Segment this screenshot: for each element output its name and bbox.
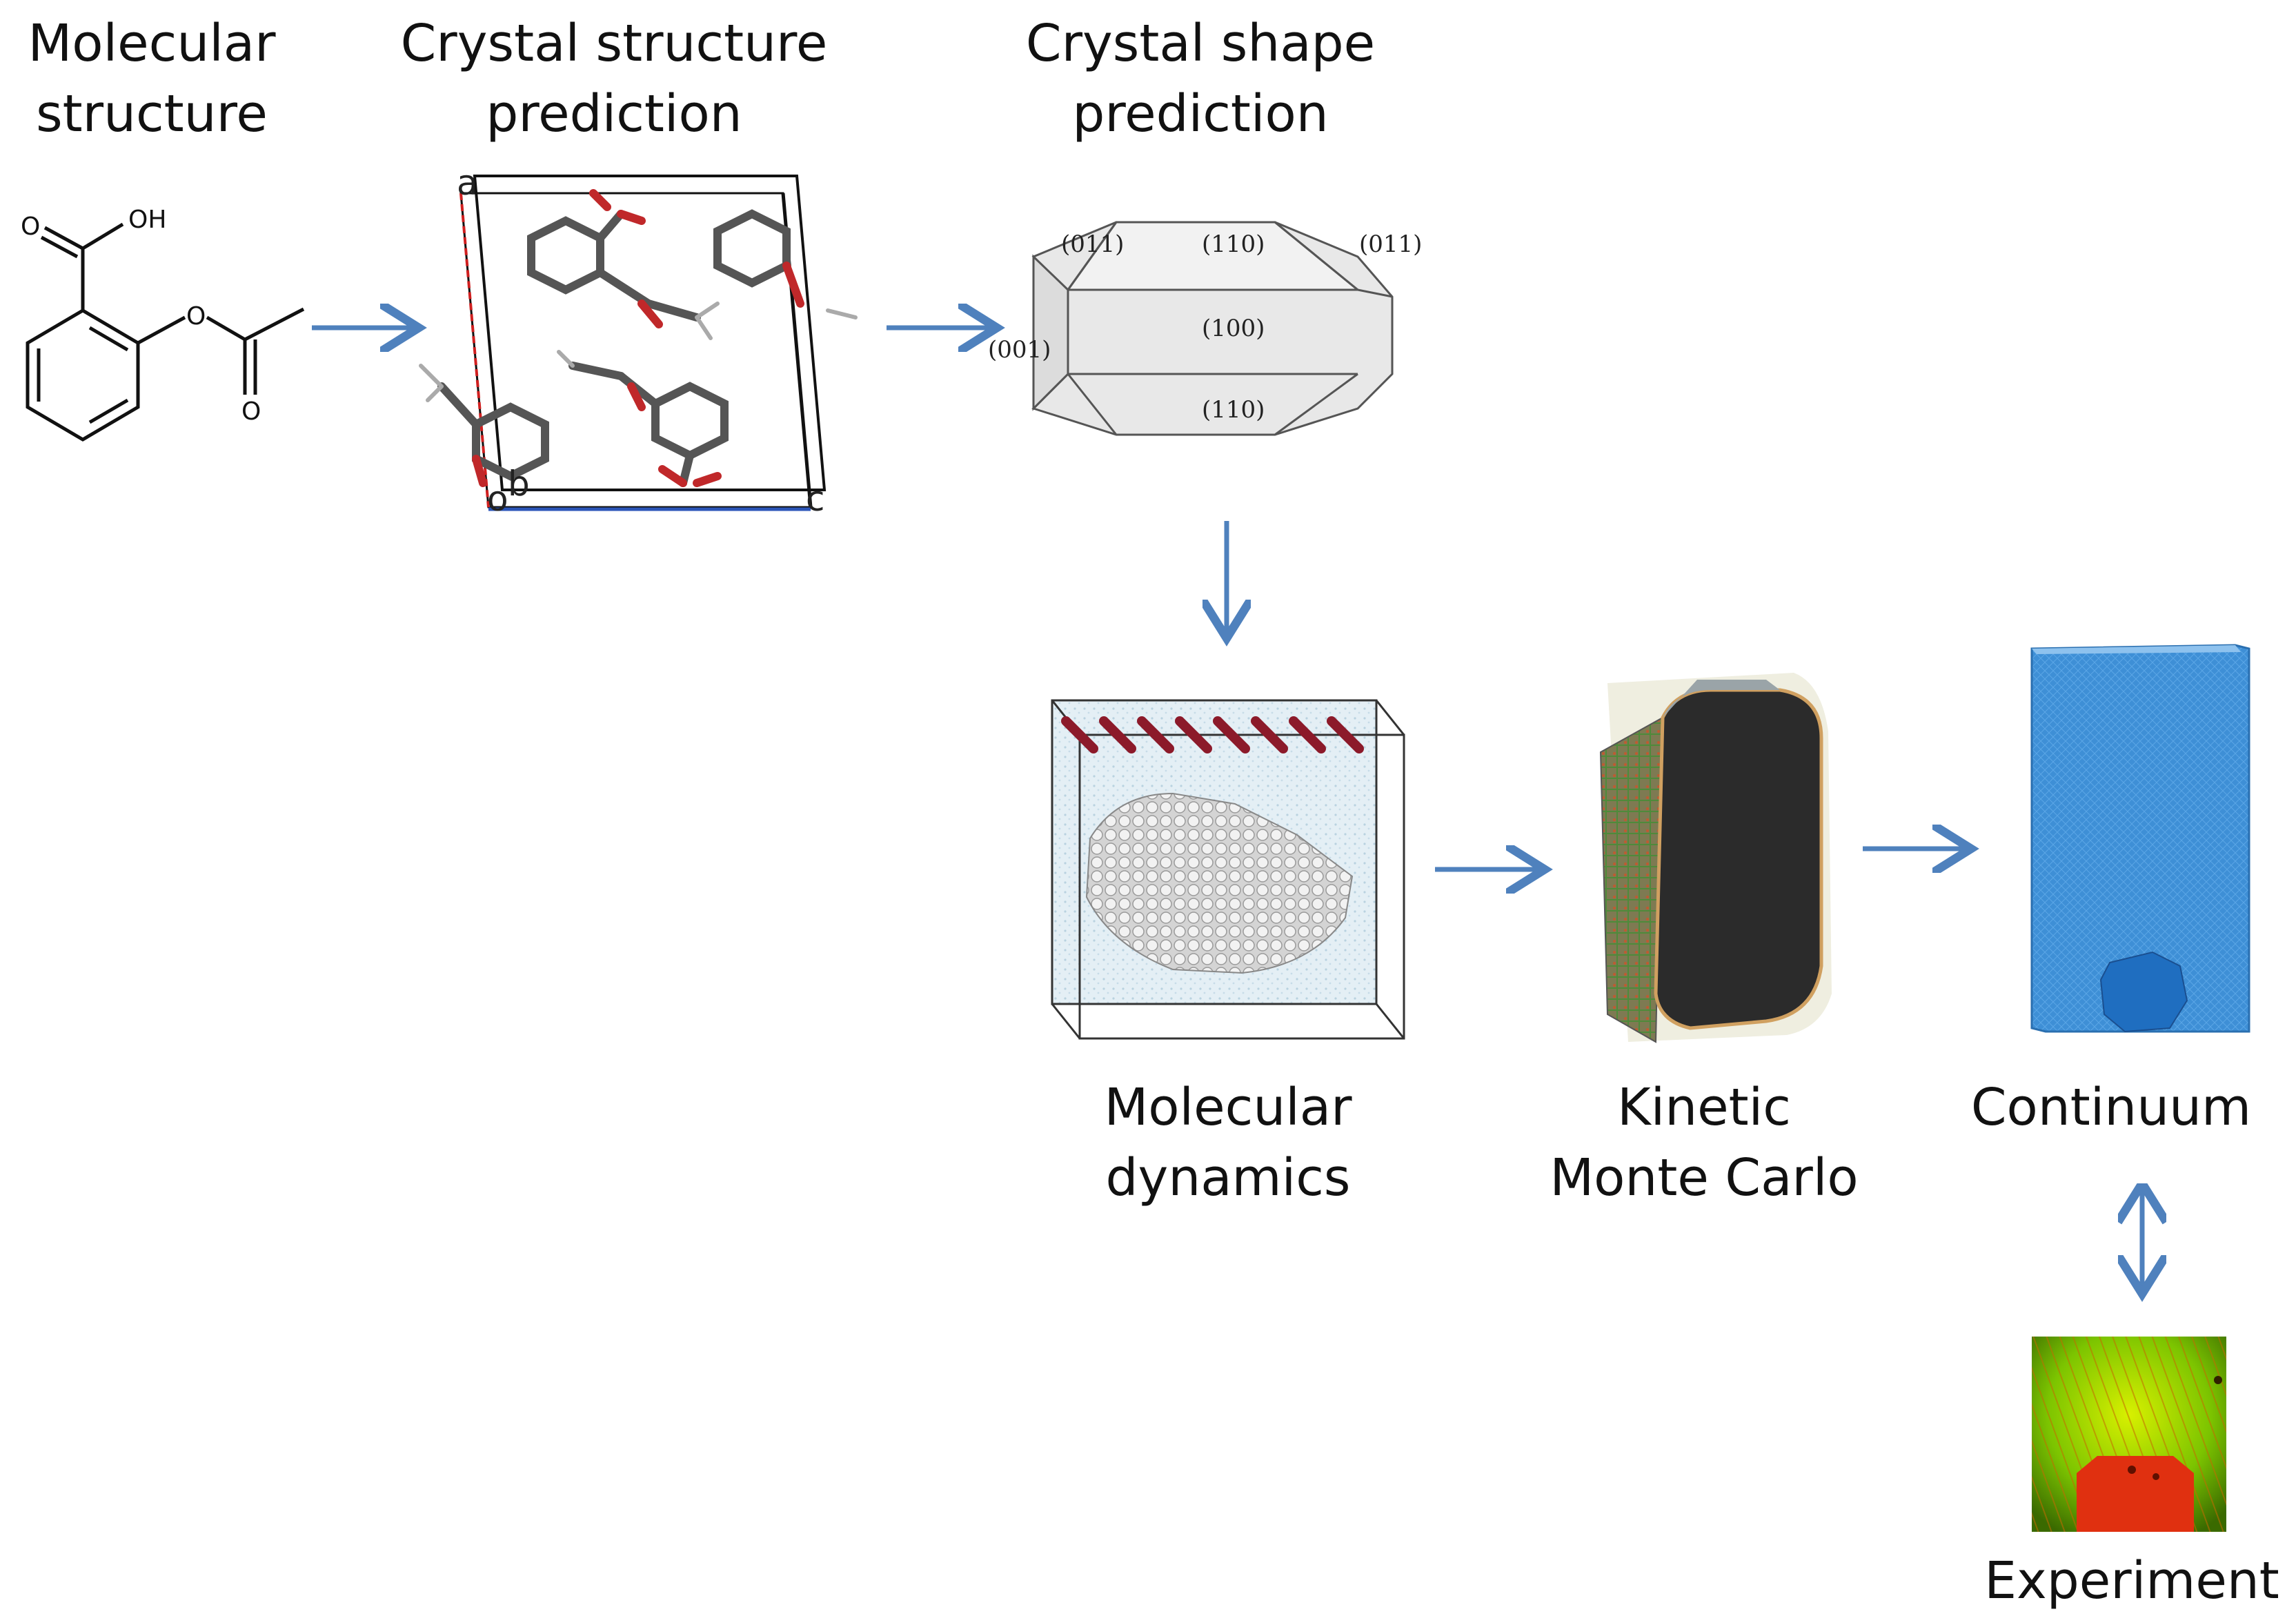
molecular-structure-line1: Molecular [28, 14, 276, 73]
crystal-shape-line1: Crystal shape [1025, 14, 1376, 73]
continuum-model [2030, 644, 2250, 1033]
continuum-label: Continuum [1946, 1072, 2277, 1143]
molecular-structure-label: Molecular structure [14, 8, 290, 149]
cell-axis-a: a [457, 163, 478, 203]
kmc-crystal [1599, 673, 1832, 1043]
molecular-dynamics-line1: Molecular [1104, 1078, 1352, 1137]
facet-100: (100) [1202, 315, 1265, 342]
cell-axis-b: b [508, 464, 530, 504]
unit-cell: a o b c [419, 163, 858, 519]
molecular-dynamics-line2: dynamics [1105, 1148, 1351, 1208]
crystal-shape-line2: prediction [1072, 84, 1329, 144]
crystal-structure-label: Crystal structure prediction [373, 8, 855, 149]
atom-o-ester: O [186, 302, 206, 331]
experiment-text: Experiment [1984, 1551, 2279, 1610]
cell-axis-c: c [806, 479, 825, 519]
atom-oh: OH [128, 206, 166, 234]
md-crystal-nucleus [1085, 792, 1354, 974]
atom-o-carbonyl: O [21, 213, 40, 241]
aspirin-molecule [26, 222, 305, 442]
kinetic-mc-label: Kinetic Monte Carlo [1490, 1072, 1918, 1213]
facet-011-left: (011) [1061, 230, 1124, 258]
flow-arrows [312, 328, 2142, 1289]
crystal-shape [1031, 221, 1394, 436]
atom-o-ester-carbonyl: O [241, 397, 261, 426]
crystal-structure-line1: Crystal structure [400, 14, 828, 73]
experiment-label: Experiment [1973, 1546, 2290, 1616]
kinetic-mc-line2: Monte Carlo [1550, 1148, 1859, 1208]
facet-110-bottom: (110) [1202, 396, 1265, 424]
continuum-text: Continuum [1970, 1078, 2252, 1137]
molecular-dynamics-box [1051, 699, 1405, 1040]
crystal-shape-label: Crystal shape prediction [987, 8, 1414, 149]
facet-110-top: (110) [1202, 230, 1265, 258]
benzene-ring [26, 308, 140, 442]
cell-axis-o: o [487, 479, 508, 519]
molecular-structure-line2: structure [36, 84, 268, 144]
continuum-crystal [2099, 951, 2188, 1033]
facet-001: (001) [988, 336, 1051, 364]
kinetic-mc-line1: Kinetic [1617, 1078, 1791, 1137]
molecular-dynamics-label: Molecular dynamics [1021, 1072, 1435, 1213]
crystal-structure-line2: prediction [486, 84, 742, 144]
facet-011-right: (011) [1359, 230, 1422, 258]
experiment-image [2032, 1337, 2226, 1532]
